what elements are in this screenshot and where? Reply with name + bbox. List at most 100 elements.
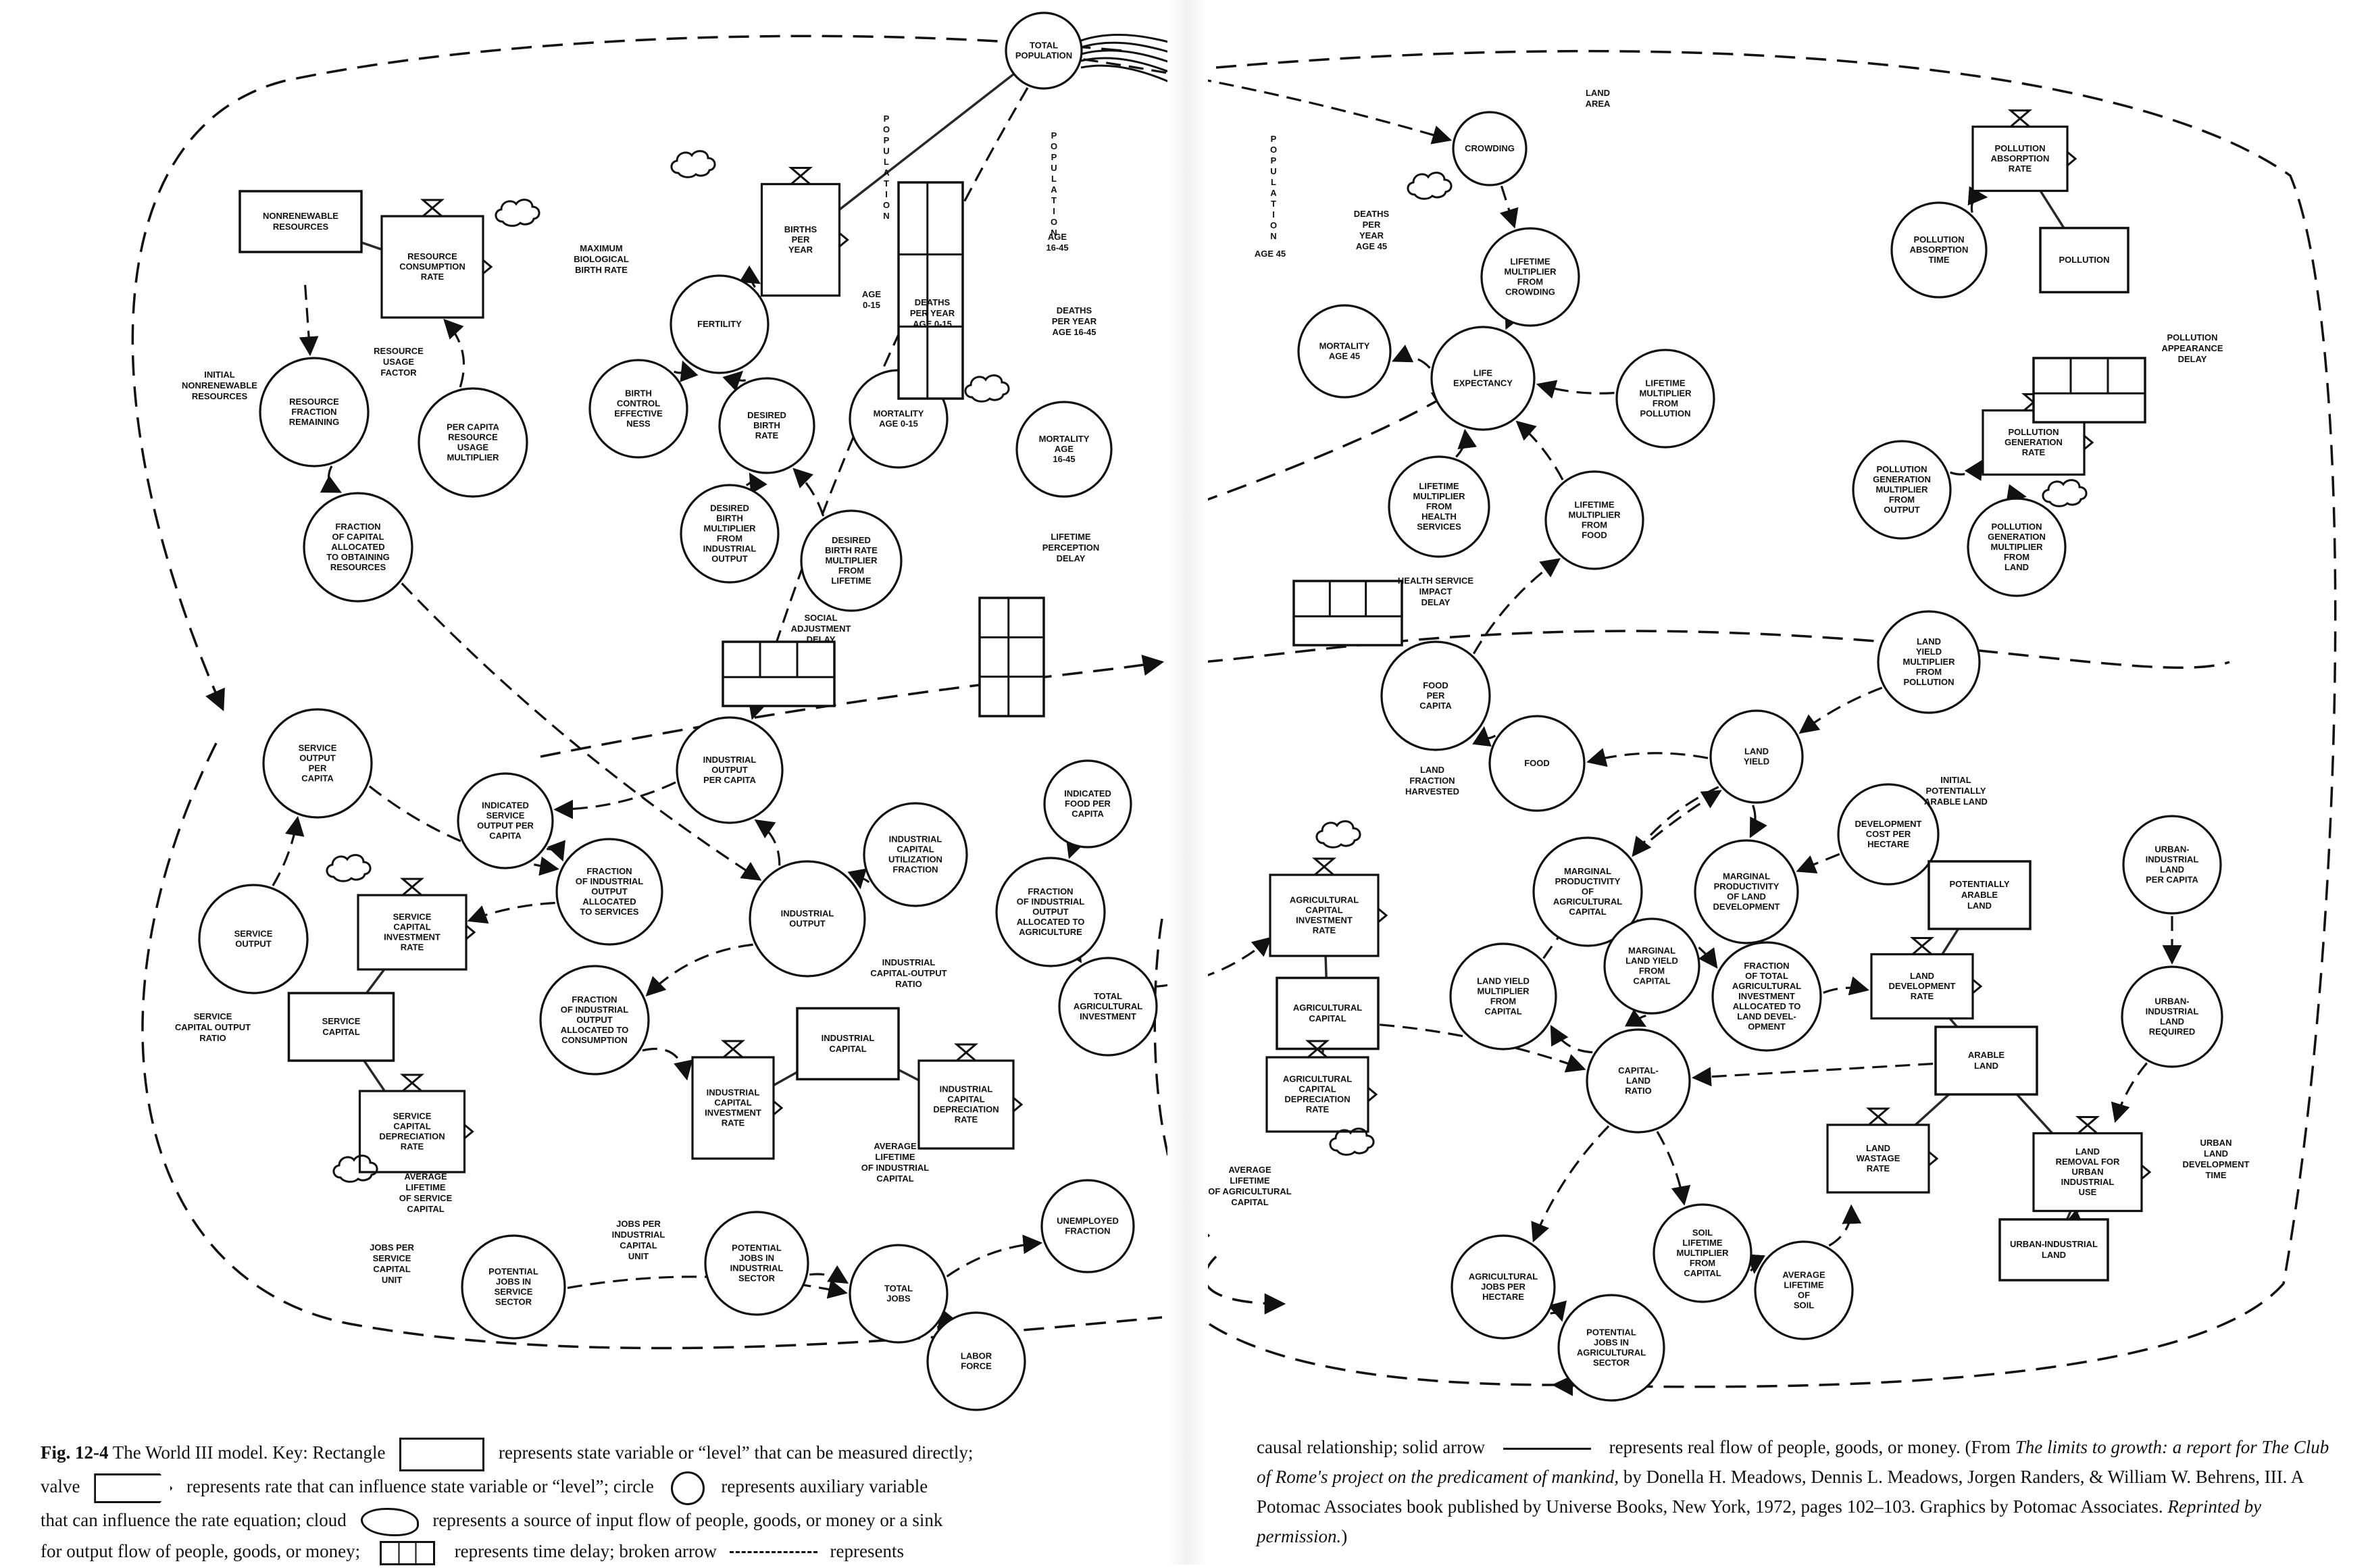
fraction-total-agri-investment-line: FRACTION (1744, 961, 1789, 971)
pollution-generation-multiplier-land-line: GENERATION (1988, 532, 2046, 542)
agricultural-capital-rectangle (1276, 976, 1380, 1051)
health-service-impact-delay-label-label-line: IMPACT (1419, 586, 1453, 597)
desired-birth-multiplier-text: DESIREDBIRTHMULTIPLIERFROMINDUSTRIALOUTP… (703, 503, 757, 564)
industrial-capital-utilization-line: CAPITAL (897, 844, 934, 855)
population-age-16-45-v-letter: L (1051, 174, 1057, 184)
fraction-capital-obtaining-resources-circle (303, 492, 413, 603)
deaths-per-year-45-label-line: AGE 45 (1356, 241, 1387, 251)
pollution-generation-multiplier-output-line: MULTIPLIER (1875, 484, 1928, 495)
crowding-to-lifetime-multiplier-crowding-link (1499, 185, 1519, 229)
potential-jobs-agricultural-line: SECTOR (1593, 1358, 1630, 1368)
cloud-icon (1315, 820, 1361, 849)
lifetime-perception-delay-label-label-line: LIFETIME (1051, 532, 1091, 542)
fraction-output-consumption-line: OUTPUT (576, 1015, 613, 1025)
figure-label: Fig. 12-4 (41, 1442, 109, 1463)
service-output-line: OUTPUT (235, 939, 272, 949)
labor-force-circle (926, 1311, 1026, 1411)
indicated-service-output-line: CAPITA (489, 831, 522, 841)
industrial-capital-investment-rate-rate-pointer (773, 1100, 784, 1116)
desired-birth-rate-line: BIRTH (753, 420, 780, 430)
lifetime-multiplier-crowding-line: MULTIPLIER (1504, 267, 1557, 277)
key-circle-icon (670, 1471, 705, 1505)
total-agricultural-investment-line: TOTAL (1094, 991, 1122, 1001)
service-output-per-capita-to-fraction-output-services-link (368, 785, 559, 876)
potential-jobs-agricultural-line: AGRICULTURAL (1577, 1348, 1646, 1358)
service-output-line: SERVICE (234, 929, 273, 939)
desired-birth-rate-line: RATE (755, 430, 779, 440)
births-per-year-rate-box (760, 182, 841, 297)
crowding-node: CROWDING (1452, 111, 1528, 186)
desired-birth-rate-multiplier-lifetime-circle (800, 509, 903, 612)
average-lifetime-agricultural-capital-label-line: AVERAGE (1228, 1165, 1271, 1175)
agricultural-capital-depreciation-rate-line: AGRICULTURAL (1283, 1074, 1352, 1084)
jobs-per-industrial-capital-unit-label-line: CAPITAL (620, 1240, 657, 1250)
population-age-0-15-v-letter: P (884, 135, 890, 145)
deaths-per-year-45-label-line: YEAR (1359, 230, 1384, 241)
lifetime-multiplier-crowding-circle (1480, 227, 1580, 327)
desired-birth-multiplier-line: DESIRED (710, 503, 749, 513)
maximum-biological-birth-rate-label-line: BIOLOGICAL (574, 254, 629, 264)
birth-control-effectiveness-to-fertility-link (674, 360, 699, 382)
desired-birth-multiplier-circle (680, 484, 780, 584)
caption-book-title: The limits to growth: a report for The C… (1257, 1437, 2329, 1487)
mortality-16-45-circle (1015, 401, 1113, 498)
land-yield-multiplier-capital-line: CAPITAL (1484, 1007, 1521, 1017)
fraction-capital-obtaining-resources-line: FRACTION (335, 522, 380, 532)
marginal-productivity-land-dev-circle (1694, 839, 1799, 944)
industrial-capital-depreciation-rate-line: RATE (955, 1115, 978, 1125)
pollution-generation-rate-rate-pointer (2084, 434, 2094, 451)
desired-birth-rate-to-fertility-link (722, 370, 746, 392)
arable-land-line: ARABLE (1968, 1050, 2005, 1060)
population-age-0-15-v-letter: U (883, 146, 889, 156)
caption-right: causal relationship; solid arrow represe… (1257, 1432, 2338, 1551)
social-adjustment-delay-delay (722, 640, 836, 707)
service-capital-line: SERVICE (322, 1016, 361, 1026)
population-age-0-15-delay (897, 181, 964, 400)
key-delay-icon (379, 1540, 435, 1565)
indicated-service-output-to-fraction-output-services-link (547, 840, 565, 862)
social-adjustment-delay-label-label-line: SOCIAL (804, 613, 837, 623)
land-removal-urban-rate-box (2032, 1132, 2143, 1213)
pollution-generation-multiplier-output-line: POLLUTION (1876, 464, 1927, 474)
lifetime-multiplier-health-circle (1388, 455, 1490, 558)
urban-industrial-land-required-line: URBAN- (2154, 996, 2189, 1007)
food-per-capita-line: PER (1427, 690, 1445, 701)
urban-industrial-land-per-capita-circle (2122, 815, 2222, 915)
mortality-45-circle (1297, 304, 1392, 399)
life-expectancy-line: LIFE (1473, 368, 1492, 378)
fraction-output-services-line: FRACTION (586, 866, 632, 876)
fraction-output-consumption-line: OF INDUSTRIAL (561, 1005, 628, 1015)
total-agricultural-investment-circle (1058, 957, 1158, 1057)
food-per-capita-circle (1380, 640, 1491, 751)
urban-industrial-land-line: LAND (2042, 1250, 2066, 1260)
fraction-output-consumption-to-industrial-capital-investment-rate-link (642, 1047, 693, 1081)
average-lifetime-service-capital-label-line: OF SERVICE (399, 1193, 453, 1203)
fraction-output-consumption-line: FRACTION (572, 994, 617, 1005)
population-age-0-15-v-suffix: AGE (862, 289, 882, 299)
maximum-biological-birth-rate-label-line: MAXIMUM (580, 243, 623, 253)
deaths-per-year-0-15-label-line: DEATHS (915, 297, 951, 307)
marginal-productivity-capital-node: MARGINALPRODUCTIVITYOFAGRICULTURALCAPITA… (1532, 836, 1643, 947)
industrial-output-per-capita-circle (676, 716, 784, 824)
land-removal-urban-line: INDUSTRIAL (2061, 1177, 2115, 1187)
resource-fraction-remaining-line: REMAINING (289, 417, 339, 427)
potential-jobs-industrial-to-total-jobs-link (809, 1265, 849, 1284)
pollution-absorption-rate-line: ABSORPTION (1991, 153, 2050, 163)
marginal-productivity-capital-line: MARGINAL (1564, 866, 1611, 876)
